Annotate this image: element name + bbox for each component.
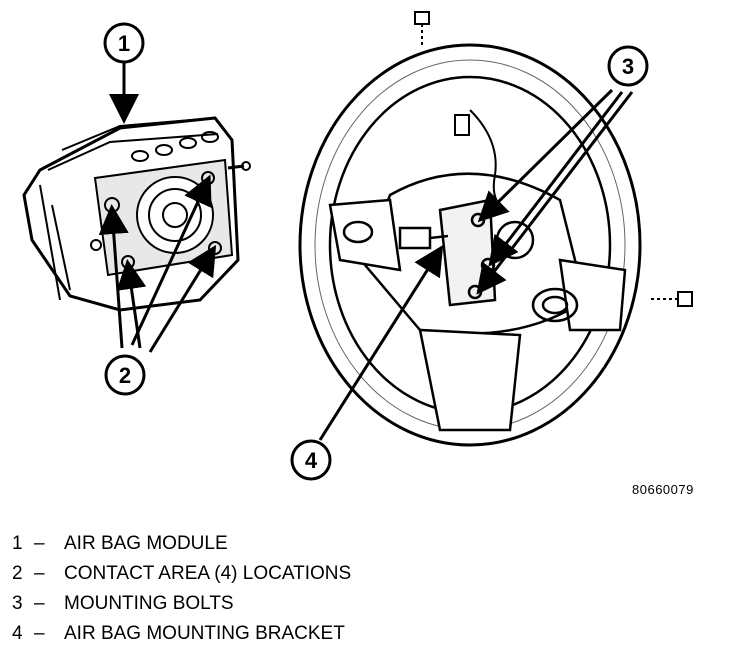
- legend-number: 2: [12, 563, 23, 584]
- legend-number: 1: [12, 533, 23, 554]
- steering-wheel: [298, 43, 642, 447]
- legend-item: 2 – CONTACT AREA (4) LOCATIONS: [12, 563, 351, 593]
- top-bolt-icon: [414, 11, 430, 46]
- callout-3: 3: [607, 45, 649, 87]
- callout-4: 4: [290, 439, 332, 481]
- callout-2-number: 2: [119, 363, 131, 388]
- legend-separator: –: [34, 623, 45, 644]
- legend-item: 3 – MOUNTING BOLTS: [12, 593, 351, 623]
- figure-code: 80660079: [632, 482, 694, 497]
- callout-4-number: 4: [305, 448, 318, 473]
- legend-number: 3: [12, 593, 23, 614]
- air-bag-module: [22, 116, 251, 312]
- callout-1: 1: [103, 22, 145, 64]
- leader-lines: [98, 62, 634, 441]
- legend-separator: –: [34, 563, 45, 584]
- side-bolt-icon: [650, 291, 693, 307]
- callout-2: 2: [104, 354, 146, 396]
- legend-item: 4 – AIR BAG MOUNTING BRACKET: [12, 623, 351, 653]
- legend-label: MOUNTING BOLTS: [64, 593, 234, 614]
- legend-label: AIR BAG MOUNTING BRACKET: [64, 623, 345, 644]
- legend: 1 – AIR BAG MODULE 2 – CONTACT AREA (4) …: [12, 533, 351, 653]
- legend-separator: –: [34, 593, 45, 614]
- callout-1-number: 1: [118, 31, 130, 56]
- legend-label: AIR BAG MODULE: [64, 533, 228, 554]
- steering-wheel-airbag-diagram: 1 2 3 4: [22, 11, 693, 481]
- legend-separator: –: [34, 533, 45, 554]
- legend-label: CONTACT AREA (4) LOCATIONS: [64, 563, 352, 584]
- legend-number: 4: [12, 623, 23, 644]
- module-top-bumps: [131, 131, 219, 162]
- callout-3-number: 3: [622, 54, 634, 79]
- legend-item: 1 – AIR BAG MODULE: [12, 533, 351, 563]
